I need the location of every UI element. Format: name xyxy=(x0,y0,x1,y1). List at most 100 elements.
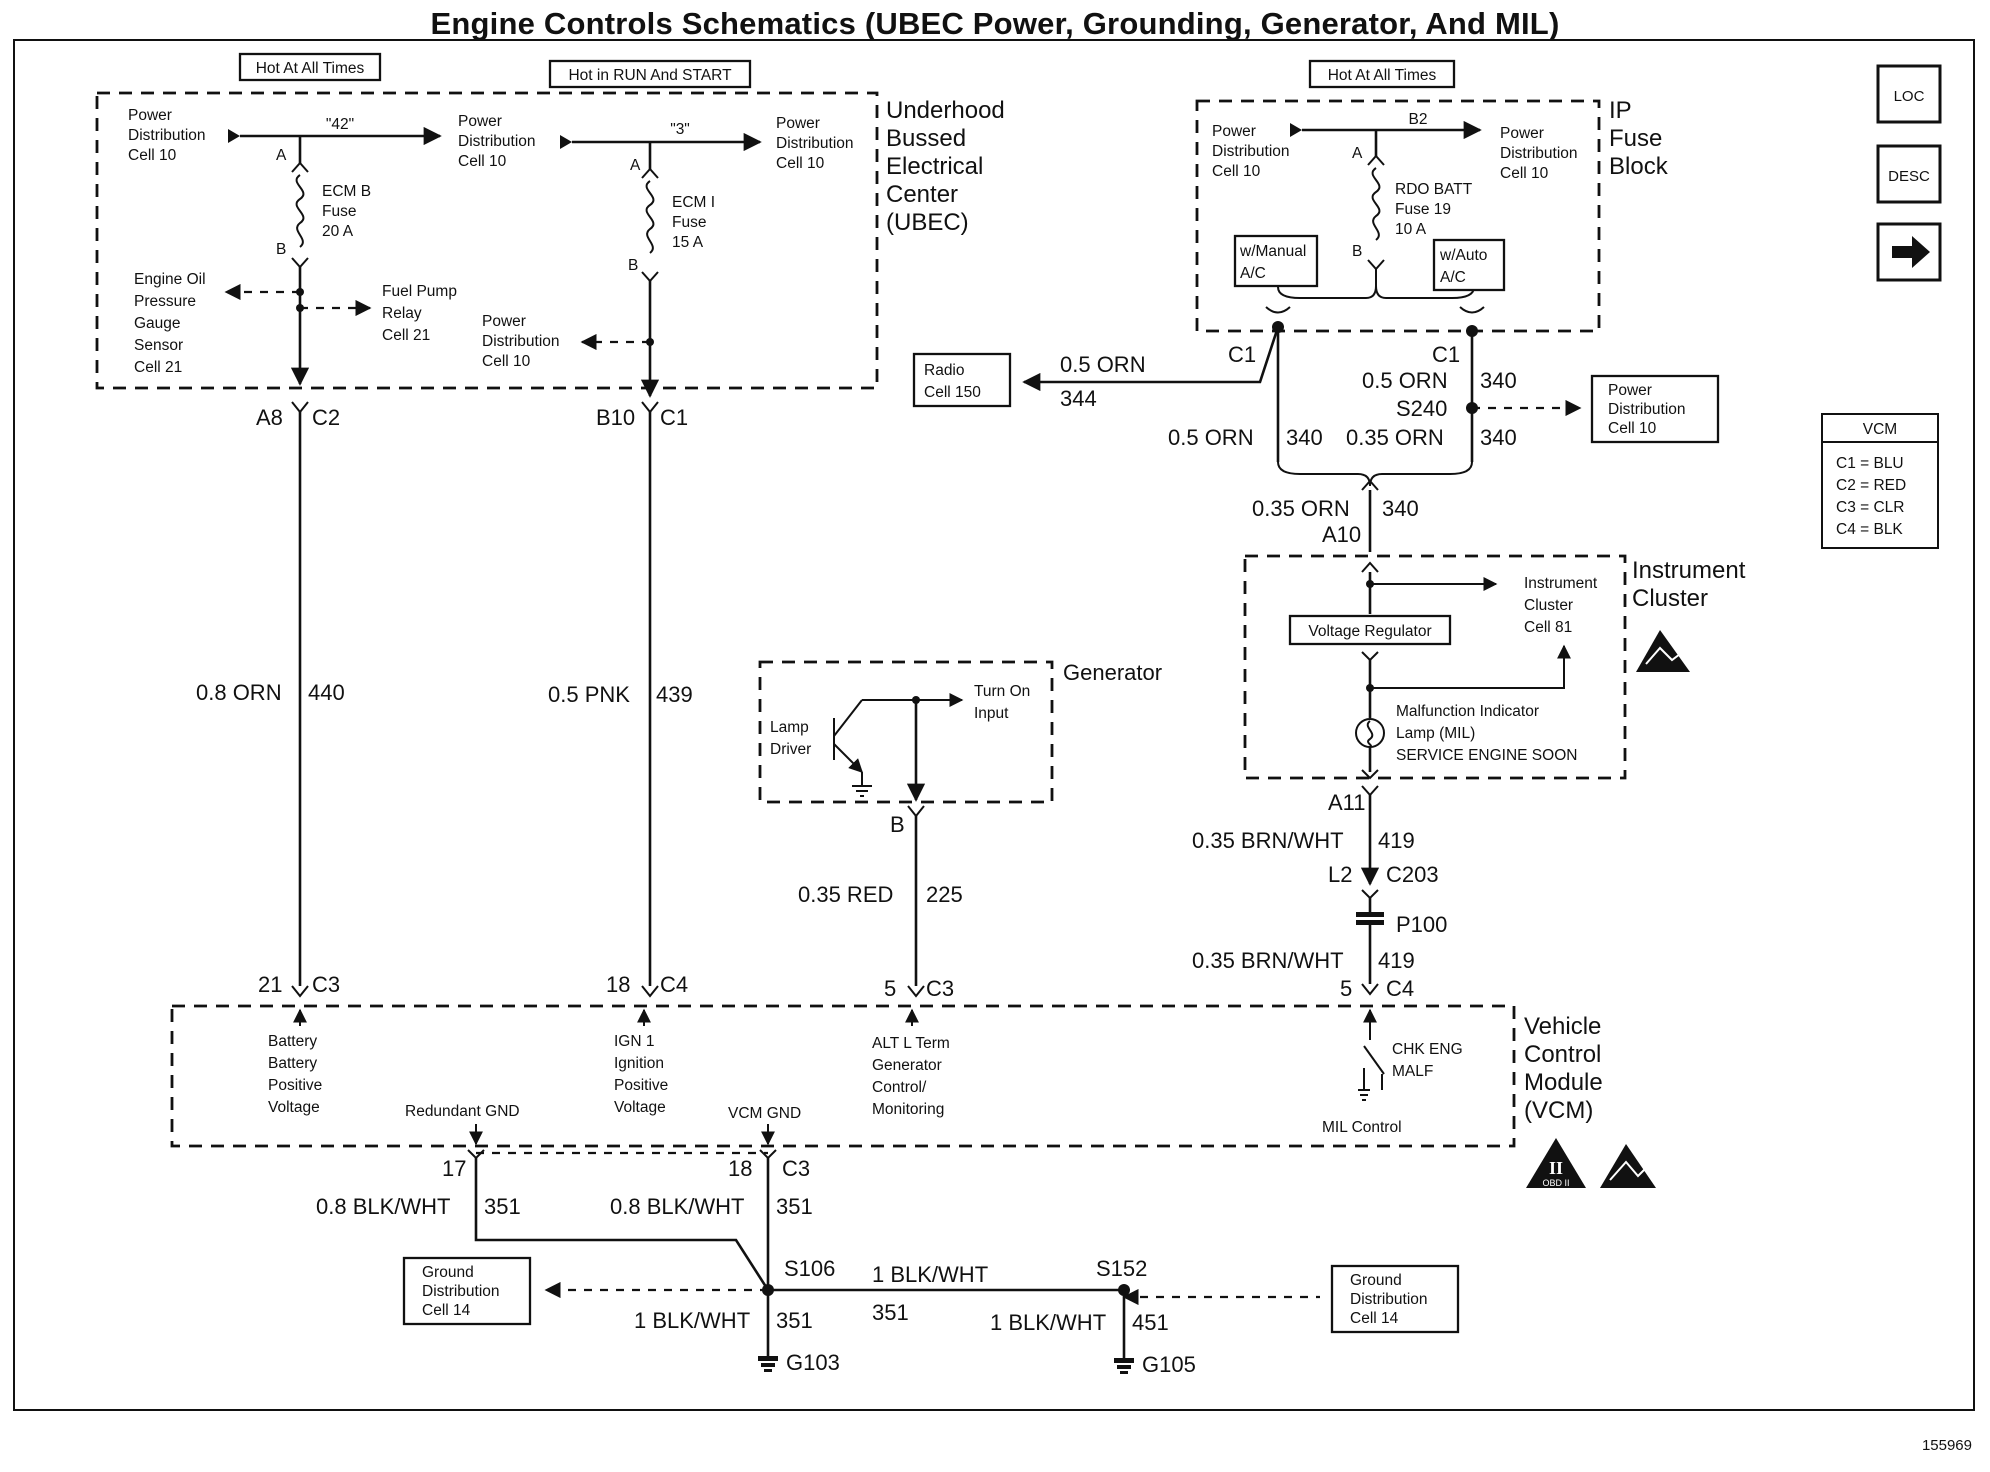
ip-fuse-3: 10 A xyxy=(1395,221,1427,238)
esd-icon xyxy=(1636,630,1690,672)
ip-pd-left-2: Distribution xyxy=(1212,143,1290,160)
vcm-pin-18: 18 xyxy=(606,972,630,997)
ic-cell-1: Instrument xyxy=(1524,575,1598,592)
batt-4: Voltage xyxy=(268,1099,320,1116)
vcm-label-1: Vehicle xyxy=(1524,1013,1601,1040)
w419a-color: 0.35 BRN/WHT xyxy=(1192,828,1344,853)
cluster-label-2: Cluster xyxy=(1632,585,1708,612)
w439-color: 0.5 PNK xyxy=(548,682,630,707)
pin-a8: A8 xyxy=(256,405,283,430)
g103: G103 xyxy=(786,1350,840,1375)
fuse1-pin-a: A xyxy=(276,147,287,164)
pin-l2: L2 xyxy=(1328,862,1352,887)
w351d-color: 1 BLK/WHT xyxy=(872,1262,988,1287)
w451-num: 451 xyxy=(1132,1310,1169,1335)
hot-at-all-times-tag-right xyxy=(1308,59,1456,89)
oil-1: Engine Oil xyxy=(134,271,206,288)
radio-1: Radio xyxy=(924,362,965,379)
mil-control: MIL Control xyxy=(1322,1119,1402,1136)
svg-text:OBD II: OBD II xyxy=(1542,1178,1569,1188)
ubec-label-3: Electrical xyxy=(886,153,983,180)
pd-left-3: Cell 10 xyxy=(128,147,177,164)
pd-right-2: Distribution xyxy=(776,135,854,152)
ip-pd-left-3: Cell 10 xyxy=(1212,163,1261,180)
obd-ii-icon: II OBD II xyxy=(1526,1138,1586,1188)
generator-box xyxy=(758,660,1054,804)
s240: S240 xyxy=(1396,396,1447,421)
page-title: Engine Controls Schematics (UBEC Power, … xyxy=(430,6,1560,41)
w340c-color: 0.35 ORN xyxy=(1346,425,1444,450)
hot-at-all-times-tag-left xyxy=(238,52,382,82)
chk-2: MALF xyxy=(1392,1063,1433,1080)
oil-3: Gauge xyxy=(134,315,181,332)
ip-label-2: Fuse xyxy=(1609,125,1662,152)
w440-num: 440 xyxy=(308,680,345,705)
chk-1: CHK ENG xyxy=(1392,1041,1463,1058)
gd-right-1: Ground xyxy=(1350,1272,1402,1289)
pd-left-2: Distribution xyxy=(128,127,206,144)
pd-bottom-2: Distribution xyxy=(482,333,560,350)
conn-c1: C1 xyxy=(660,405,688,430)
w439-num: 439 xyxy=(656,682,693,707)
fuse2-pin-a: A xyxy=(630,157,641,174)
fuel-2: Relay xyxy=(382,305,422,322)
s152: S152 xyxy=(1096,1256,1147,1281)
lamp-driver-2: Driver xyxy=(770,741,811,758)
instrument-cluster-section: Instrument Cluster Instrument Cluster Ce… xyxy=(1243,554,1746,780)
redundant-gnd: Redundant GND xyxy=(405,1103,520,1120)
loc-label: LOC xyxy=(1894,88,1925,105)
gd-left-2: Distribution xyxy=(422,1283,500,1300)
ic-cell-3: Cell 81 xyxy=(1524,619,1572,636)
figure-id: 155969 xyxy=(1922,1437,1972,1454)
ubec-box xyxy=(95,91,879,390)
desc-button[interactable]: DESC xyxy=(1876,144,1942,204)
pd-mid-3: Cell 10 xyxy=(458,153,507,170)
ubec-label-4: Center xyxy=(886,181,958,208)
gen-pin-b: B xyxy=(890,812,905,837)
pd-left-1: Power xyxy=(128,107,172,124)
ign-3: Positive xyxy=(614,1077,668,1094)
w340b-color: 0.5 ORN xyxy=(1168,425,1254,450)
vcm-conn-c4a: C4 xyxy=(660,972,688,997)
ip-pd-left-1: Power xyxy=(1212,123,1256,140)
mil-lamp-icon xyxy=(1355,718,1385,748)
mil-1: Malfunction Indicator xyxy=(1396,703,1539,720)
loc-button[interactable]: LOC xyxy=(1876,64,1942,124)
gnd-conn-c3: C3 xyxy=(782,1156,810,1181)
ip-pd-right-1: Power xyxy=(1500,125,1544,142)
fuse2-line2: Fuse xyxy=(672,214,706,231)
w-manual-ac-tag xyxy=(1233,234,1319,288)
left-wires: A8 C2 0.8 ORN 440 B10 C1 0.5 PNK 439 xyxy=(196,401,693,986)
w340b-num: 340 xyxy=(1286,425,1323,450)
vcm-pin-21: 21 xyxy=(258,972,282,997)
next-button[interactable] xyxy=(1876,222,1942,282)
auto-2: A/C xyxy=(1440,269,1466,286)
ground-icon-g103 xyxy=(758,1356,778,1372)
turn-on-1: Turn On xyxy=(974,683,1030,700)
ip-pd-right-3: Cell 10 xyxy=(1500,165,1549,182)
pin-17: 17 xyxy=(442,1156,466,1181)
w340c-num: 340 xyxy=(1480,425,1517,450)
conn-c203: C203 xyxy=(1386,862,1439,887)
gd-left-box xyxy=(402,1256,532,1326)
ground-section: 17 18 C3 0.8 BLK/WHT 351 0.8 BLK/WHT 351… xyxy=(316,1149,1460,1377)
bus-42: "42" xyxy=(326,116,354,133)
ip-fuse-1: RDO BATT xyxy=(1395,181,1473,198)
alt-1: ALT L Term xyxy=(872,1035,950,1052)
ip-bus-b2: B2 xyxy=(1409,111,1428,128)
gd-right-box xyxy=(1330,1264,1460,1334)
desc-label: DESC xyxy=(1888,168,1930,185)
alt-2: Generator xyxy=(872,1057,942,1074)
vcm-conn-c3a: C3 xyxy=(312,972,340,997)
auto-1: w/Auto xyxy=(1439,247,1487,264)
hot-at-all-times-right: Hot At All Times xyxy=(1328,67,1437,84)
cluster-box xyxy=(1243,554,1627,780)
vcm-connector-legend: VCM C1 = BLU C2 = RED C3 = CLR C4 = BLK xyxy=(1821,413,1939,549)
w225-color: 0.35 RED xyxy=(798,882,893,907)
ign-2: Ignition xyxy=(614,1055,664,1072)
w419a-num: 419 xyxy=(1378,828,1415,853)
fuse1-pin-b: B xyxy=(276,241,286,258)
pd-bottom-1: Power xyxy=(482,313,526,330)
alt-3: Control/ xyxy=(872,1079,927,1096)
